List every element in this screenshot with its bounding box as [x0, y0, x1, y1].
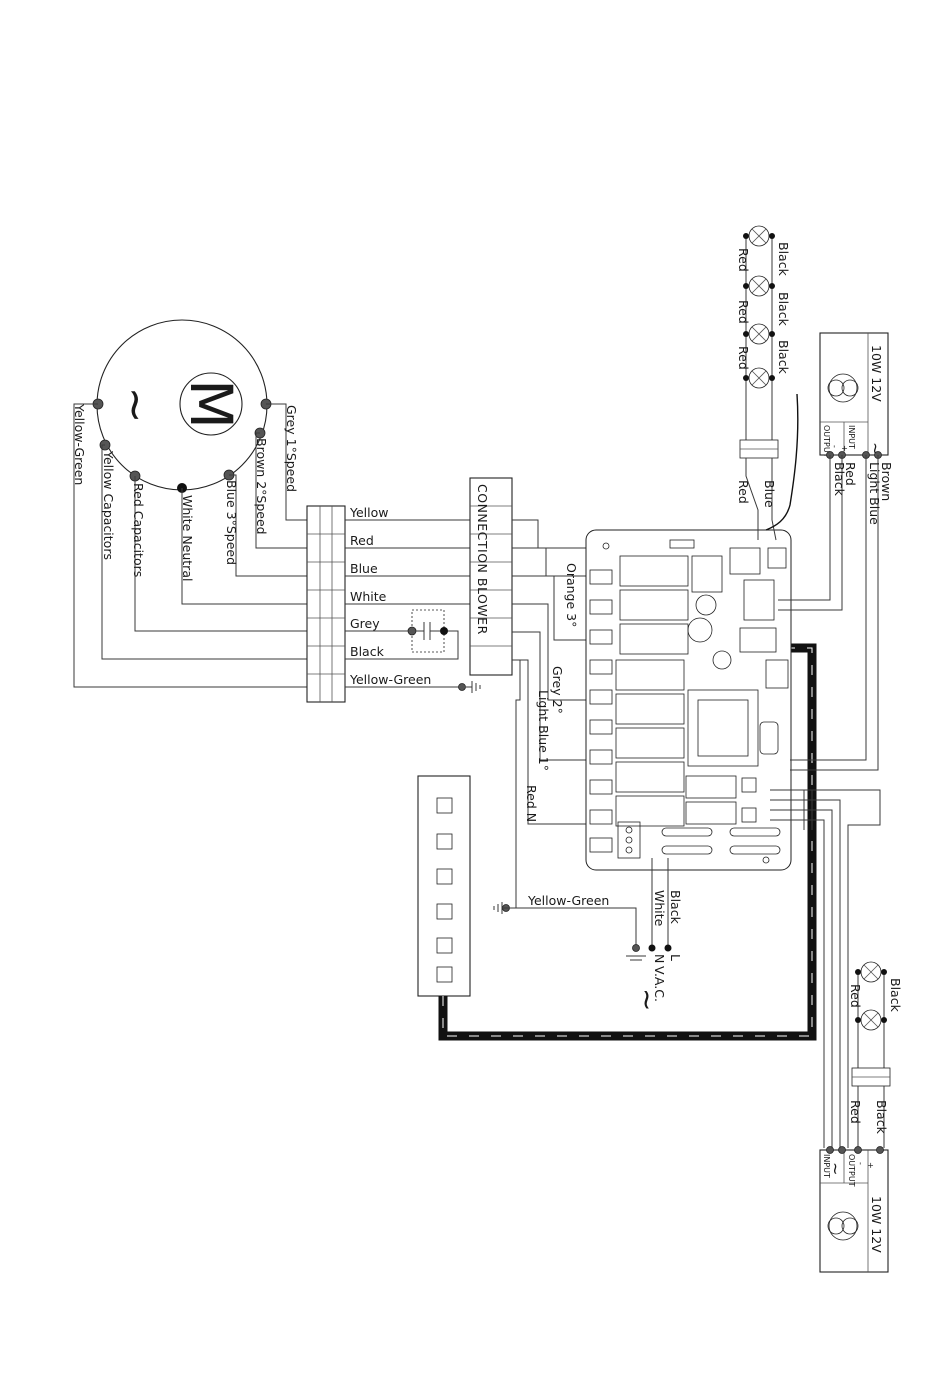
- lamp-top-red-label-2: Red: [736, 300, 751, 324]
- supply-black-label: Black: [668, 890, 683, 925]
- board-wire-grey-label: Grey 2°: [550, 666, 565, 714]
- motor-wires: Grey 1°Speed Brown 2°Speed Blue 3°Speed …: [72, 403, 310, 688]
- motor-symbol: M: [177, 379, 245, 429]
- lamp-bottom-connector-red-label: Red: [848, 1100, 863, 1124]
- transformer-bottom-output-label: OUTPUT: [847, 1154, 856, 1187]
- terminal-wires: Yellow Red Blue White Grey Black Yellow-…: [345, 505, 481, 693]
- connection-blower: CONNECTION BLOWER: [469, 477, 513, 676]
- board-right-wires: [770, 789, 881, 1148]
- lamp-top-connector-blue-label: Blue: [762, 480, 777, 508]
- terminal-wire-red-label: Red: [350, 533, 374, 548]
- blower-to-board-wires: Orange 3° Grey 2° Light Blue 1° Red N: [506, 519, 590, 909]
- terminal-wire-blue-label: Blue: [350, 561, 378, 576]
- transformer-bottom-input-label: INPUT: [822, 1154, 831, 1178]
- transformer-top-wire-brown-label: Brown: [879, 462, 894, 501]
- motor: M ~: [92, 319, 272, 493]
- control-button-6: [436, 966, 453, 983]
- capacitor: [407, 609, 448, 653]
- motor-ac-symbol: ~: [110, 387, 161, 424]
- transformer-bottom-ac-symbol: ~: [826, 1162, 845, 1175]
- control-button-5: [436, 937, 453, 954]
- transformer-bottom-plus: +: [866, 1162, 875, 1169]
- motor-wire-yellow-label: Yellow Capacitors: [101, 450, 116, 560]
- supply-vac-label: V.A.C.: [652, 966, 667, 1002]
- transformer-top-wire-lightblue-label: Light Blue: [867, 462, 882, 525]
- motor-wire-white-label: White Neutral: [180, 495, 195, 581]
- motor-wire-blue-label: Blue 3°Speed: [224, 480, 239, 565]
- supply-ground-label: Yellow-Green: [527, 893, 609, 908]
- lamp-top-connector-red-label: Red: [736, 480, 751, 504]
- ribbon-cable: [438, 643, 817, 1041]
- supply-l-label: L: [668, 954, 683, 961]
- lamp-bottom-black-label: Black: [888, 978, 903, 1013]
- lamp-bottom-red-label: Red: [848, 984, 863, 1008]
- motor-wire-red-label: Red Capacitors: [131, 483, 146, 577]
- terminal-block: [306, 505, 346, 703]
- supply-wires: White Black N L V.A.C. ~: [626, 858, 683, 1011]
- lamps-top: Red Red Red Black Black Black Red Blue: [736, 225, 799, 541]
- control-button-4: [436, 903, 453, 920]
- control-button-3: [436, 868, 453, 885]
- transformer-bottom: 10W 12V OUTPUT INPUT - + ~: [819, 1146, 889, 1273]
- board-wire-lightblue-label: Light Blue 1°: [536, 690, 551, 771]
- motor-wire-grey-label: Grey 1°Speed: [284, 405, 299, 492]
- supply-ground: Yellow-Green: [493, 893, 637, 946]
- terminal-wire-white-label: White: [350, 589, 387, 604]
- transformer-top-wire-red-label: Red: [843, 462, 858, 486]
- transformer-top-output-label: OUTPUT: [822, 425, 831, 458]
- terminal-wire-yellow-green-label: Yellow-Green: [349, 672, 431, 687]
- lamp-bottom-connector-black-label: Black: [874, 1100, 889, 1135]
- transformer-top: 10W 12V OUTPUT INPUT - + ~ Black Red Lig…: [778, 332, 894, 771]
- lamp-top-red-label-3: Red: [736, 346, 751, 370]
- control-board: [585, 529, 792, 871]
- transformer-top-input-label: INPUT: [847, 425, 856, 449]
- lamps-bottom: Red Black Red Black: [848, 961, 903, 1148]
- board-wire-orange-label: Orange 3°: [564, 563, 579, 627]
- motor-symbol-circle: [179, 372, 243, 436]
- lamp-top-black-label-3: Black: [776, 340, 791, 375]
- lamp-top-black-label-1: Black: [776, 242, 791, 277]
- terminal-wire-grey-label: Grey: [350, 616, 380, 631]
- lamp-top-red-label-1: Red: [736, 248, 751, 272]
- transformer-top-plus: +: [840, 445, 849, 452]
- motor-wire-brown-label: Brown 2°Speed: [254, 438, 269, 535]
- transformer-top-wire-black-label: Black: [832, 462, 847, 497]
- supply-ac-symbol: ~: [631, 988, 664, 1011]
- control-panel: [417, 775, 471, 997]
- transformer-bottom-title: 10W 12V: [869, 1196, 884, 1253]
- transformer-top-title: 10W 12V: [869, 345, 884, 402]
- lamp-top-black-label-2: Black: [776, 292, 791, 327]
- terminal-wire-black-label: Black: [350, 644, 385, 659]
- control-button-1: [436, 797, 453, 814]
- board-wire-red-label: Red N: [524, 785, 539, 822]
- motor-wire-yellow-green-label: Yellow-Green: [72, 403, 87, 485]
- ground-symbol-motor: [458, 681, 481, 693]
- transformer-bottom-minus: -: [856, 1162, 865, 1165]
- terminal-wire-yellow-label: Yellow: [349, 505, 388, 520]
- connection-blower-label: CONNECTION BLOWER: [475, 484, 490, 635]
- supply-white-label: White: [652, 890, 667, 927]
- transformer-top-minus: -: [830, 445, 839, 448]
- control-button-2: [436, 833, 453, 850]
- supply-n-label: N: [652, 954, 667, 963]
